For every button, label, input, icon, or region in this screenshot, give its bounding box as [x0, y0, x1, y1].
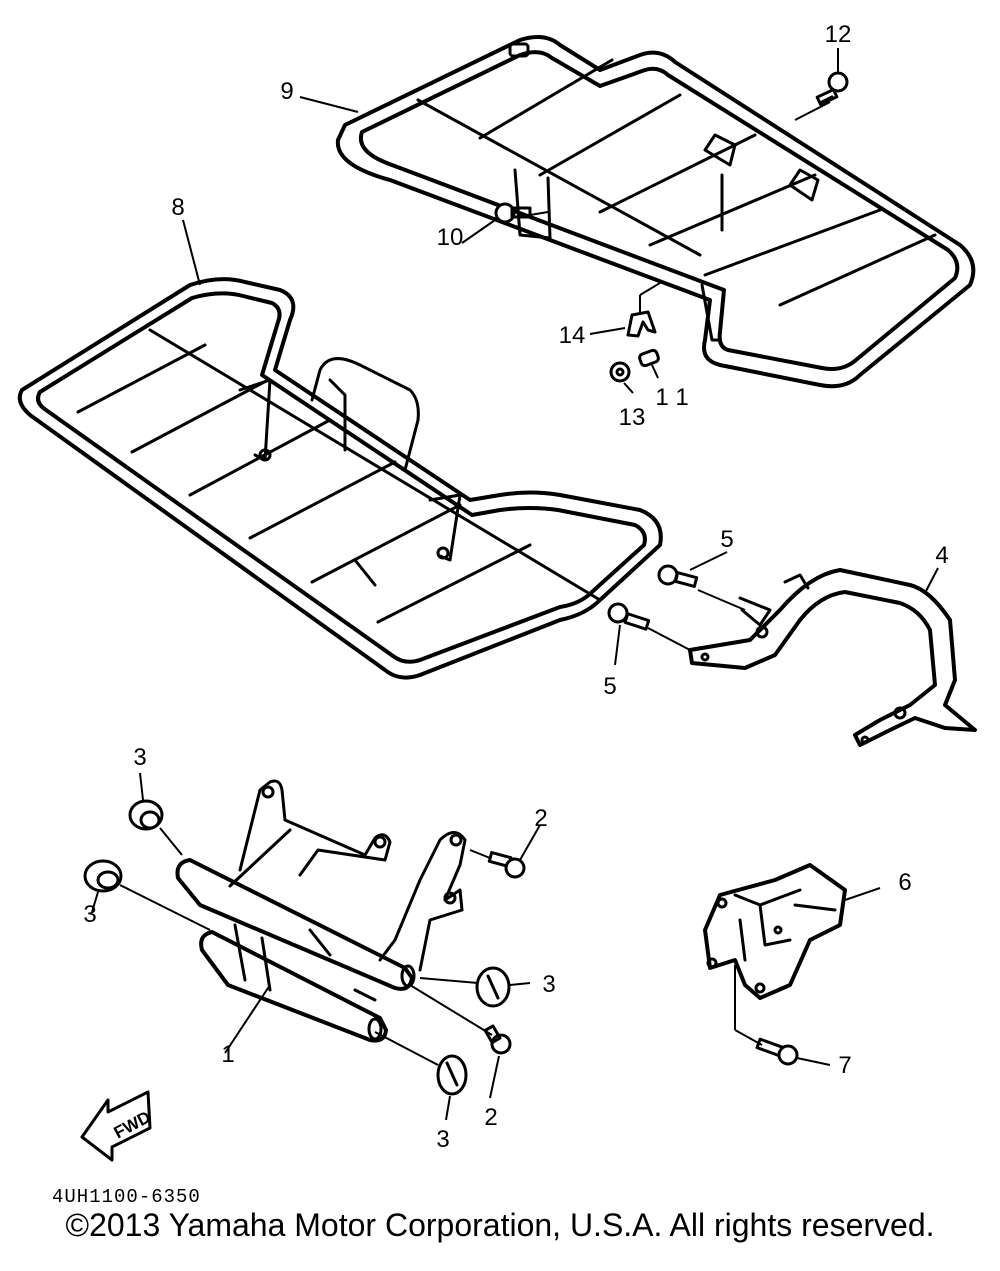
grommet-part-3-b: [83, 859, 123, 893]
callout-8: 8: [171, 194, 184, 221]
callout-3-a: 3: [133, 744, 146, 771]
bolt-part-2-upper: [487, 851, 526, 879]
callout-3-d: 3: [436, 1126, 449, 1153]
callout-4: 4: [935, 542, 948, 569]
bolt-part-5-upper: [657, 564, 699, 588]
callout-6: 6: [898, 869, 911, 896]
nut-part-13: [609, 361, 631, 383]
grommet-part-3-a: [128, 799, 164, 831]
bolt-part-2-lower: [483, 1024, 512, 1055]
grommet-part-3-d: [436, 1054, 468, 1096]
callout-labels: 9 12 8 10 14 1 1 13 5 4 5 3 2 6 3 3 1 7 …: [83, 21, 948, 1153]
callout-2-lower: 2: [484, 1104, 497, 1131]
bolt-part-10: [494, 202, 532, 224]
rear-carrier-part-9: [335, 34, 976, 389]
callout-12: 12: [825, 21, 852, 48]
forward-direction-arrow: FWD: [80, 1090, 154, 1162]
callout-3-c: 3: [542, 971, 555, 998]
grommet-part-3-c: [475, 966, 511, 1008]
callout-1: 1: [221, 1041, 234, 1068]
callout-5-upper: 5: [720, 526, 733, 553]
front-carrier-part-8: [17, 277, 663, 680]
copyright-notice: ©2013 Yamaha Motor Corporation, U.S.A. A…: [65, 1207, 935, 1243]
callout-14: 14: [559, 322, 586, 349]
bolt-part-5-lower: [607, 602, 651, 631]
callout-10: 10: [437, 224, 464, 251]
callout-13: 13: [619, 404, 646, 431]
callout-3-b: 3: [83, 901, 96, 928]
callout-11: 1 1: [655, 384, 688, 411]
front-bracket-part-1: [175, 779, 467, 1043]
callout-5-lower: 5: [603, 673, 616, 700]
bracket-part-4: [688, 568, 977, 747]
bolt-part-7: [755, 1037, 799, 1066]
callout-7: 7: [838, 1052, 851, 1079]
bolt-part-12: [815, 71, 849, 106]
leader-lines: [91, 48, 939, 1121]
collar-part-11: [638, 348, 660, 368]
bracket-part-6: [703, 863, 847, 1000]
callout-9: 9: [280, 78, 293, 105]
callout-2-upper: 2: [534, 805, 547, 832]
clip-part-14: [626, 310, 657, 338]
diagram-code: 4UH1100-6350: [52, 1186, 201, 1208]
